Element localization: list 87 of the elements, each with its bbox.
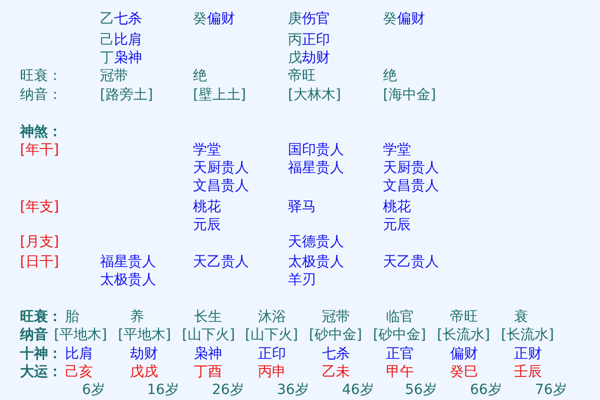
luck-pillar-text: 戊戌 [130, 363, 158, 381]
growth-stage-text: 冠带 [100, 67, 128, 85]
hidden-stem-text: 乙七杀 [100, 10, 142, 28]
row-label: [日干] [20, 253, 59, 271]
nayin-text: [壁上土] [193, 86, 246, 104]
ten-god-text: 枭神 [194, 345, 222, 363]
row-label: 旺衰： [20, 67, 62, 85]
ten-god-text: 偏财 [450, 345, 478, 363]
age-label: 16岁 [147, 381, 179, 399]
growth-stage-text: 帝旺 [288, 67, 316, 85]
growth-stage-text: 沐浴 [258, 308, 286, 326]
star-name: 驿马 [288, 198, 316, 216]
star-name: 桃花 [383, 198, 411, 216]
row-label: [月支] [20, 233, 59, 251]
star-name: 天德贵人 [288, 233, 344, 251]
nayin-text: [长流水] [501, 326, 554, 344]
growth-stage-text: 绝 [383, 67, 397, 85]
section-heading: 神煞： [20, 123, 62, 141]
nayin-text: [山下火] [182, 326, 235, 344]
nayin-text: [路旁土] [100, 86, 153, 104]
luck-pillar-text: 甲午 [386, 363, 414, 381]
nayin-text: [海中金] [383, 86, 436, 104]
nayin-text: [平地木] [118, 326, 171, 344]
growth-stage-text: 胎 [65, 308, 79, 326]
growth-stage-text: 长生 [194, 308, 222, 326]
star-name: 元辰 [193, 216, 221, 234]
ten-god-text: 劫财 [130, 345, 158, 363]
star-name: 太极贵人 [100, 271, 156, 289]
star-name: 天厨贵人 [193, 159, 249, 177]
age-label: 26岁 [212, 381, 244, 399]
growth-stage-text: 临官 [386, 308, 414, 326]
growth-stage-text: 冠带 [322, 308, 350, 326]
ten-god-text: 正财 [514, 345, 542, 363]
nayin-text: [平地木] [54, 326, 107, 344]
row-label: 大运： [20, 363, 62, 381]
growth-stage-text: 养 [130, 308, 144, 326]
hidden-stem-text: 癸偏财 [193, 10, 235, 28]
nayin-text: [砂中金] [373, 326, 426, 344]
row-label: [年干] [20, 141, 59, 159]
growth-stage-text: 衰 [514, 308, 528, 326]
age-label: 56岁 [405, 381, 437, 399]
row-label: [年支] [20, 198, 59, 216]
star-name: 羊刃 [288, 271, 316, 289]
luck-pillar-text: 丁酉 [194, 363, 222, 381]
ten-god-text: 七杀 [322, 345, 350, 363]
age-label: 36岁 [277, 381, 309, 399]
star-name: 桃花 [193, 198, 221, 216]
star-name: 国印贵人 [288, 141, 344, 159]
star-name: 天乙贵人 [383, 253, 439, 271]
star-name: 学堂 [383, 141, 411, 159]
hidden-stem-text: 庚伤官 [288, 10, 330, 28]
star-name: 学堂 [193, 141, 221, 159]
luck-pillar-text: 壬辰 [514, 363, 542, 381]
age-label: 66岁 [470, 381, 502, 399]
nayin-text: [山下火] [245, 326, 298, 344]
star-name: 元辰 [383, 216, 411, 234]
growth-stage-text: 帝旺 [450, 308, 478, 326]
hidden-stem-text: 己比肩 [100, 31, 142, 49]
row-label: 旺衰： [20, 308, 62, 326]
star-name: 福星贵人 [100, 253, 156, 271]
luck-pillar-text: 癸巳 [450, 363, 478, 381]
star-name: 天厨贵人 [383, 159, 439, 177]
nayin-text: [长流水] [437, 326, 490, 344]
age-label: 46岁 [342, 381, 374, 399]
luck-pillar-text: 乙未 [322, 363, 350, 381]
hidden-stem-text: 癸偏财 [383, 10, 425, 28]
nayin-text: [砂中金] [309, 326, 362, 344]
ten-god-text: 正印 [258, 345, 286, 363]
ten-god-text: 比肩 [65, 345, 93, 363]
luck-pillar-text: 己亥 [65, 363, 93, 381]
hidden-stem-text: 戊劫财 [288, 49, 330, 67]
star-name: 太极贵人 [288, 253, 344, 271]
row-label: 十神： [20, 345, 62, 363]
growth-stage-text: 绝 [193, 67, 207, 85]
star-name: 天乙贵人 [193, 253, 249, 271]
nayin-text: [大林木] [288, 86, 341, 104]
hidden-stem-text: 丁枭神 [100, 49, 142, 67]
ten-god-text: 正官 [386, 345, 414, 363]
row-label: 纳音： [20, 86, 62, 104]
luck-pillar-text: 丙申 [258, 363, 286, 381]
star-name: 文昌贵人 [193, 177, 249, 195]
hidden-stem-text: 丙正印 [288, 31, 330, 49]
star-name: 福星贵人 [288, 159, 344, 177]
star-name: 文昌贵人 [383, 177, 439, 195]
age-label: 76岁 [535, 381, 567, 399]
row-label: 纳音 [20, 326, 48, 344]
age-label: 6岁 [82, 381, 105, 399]
